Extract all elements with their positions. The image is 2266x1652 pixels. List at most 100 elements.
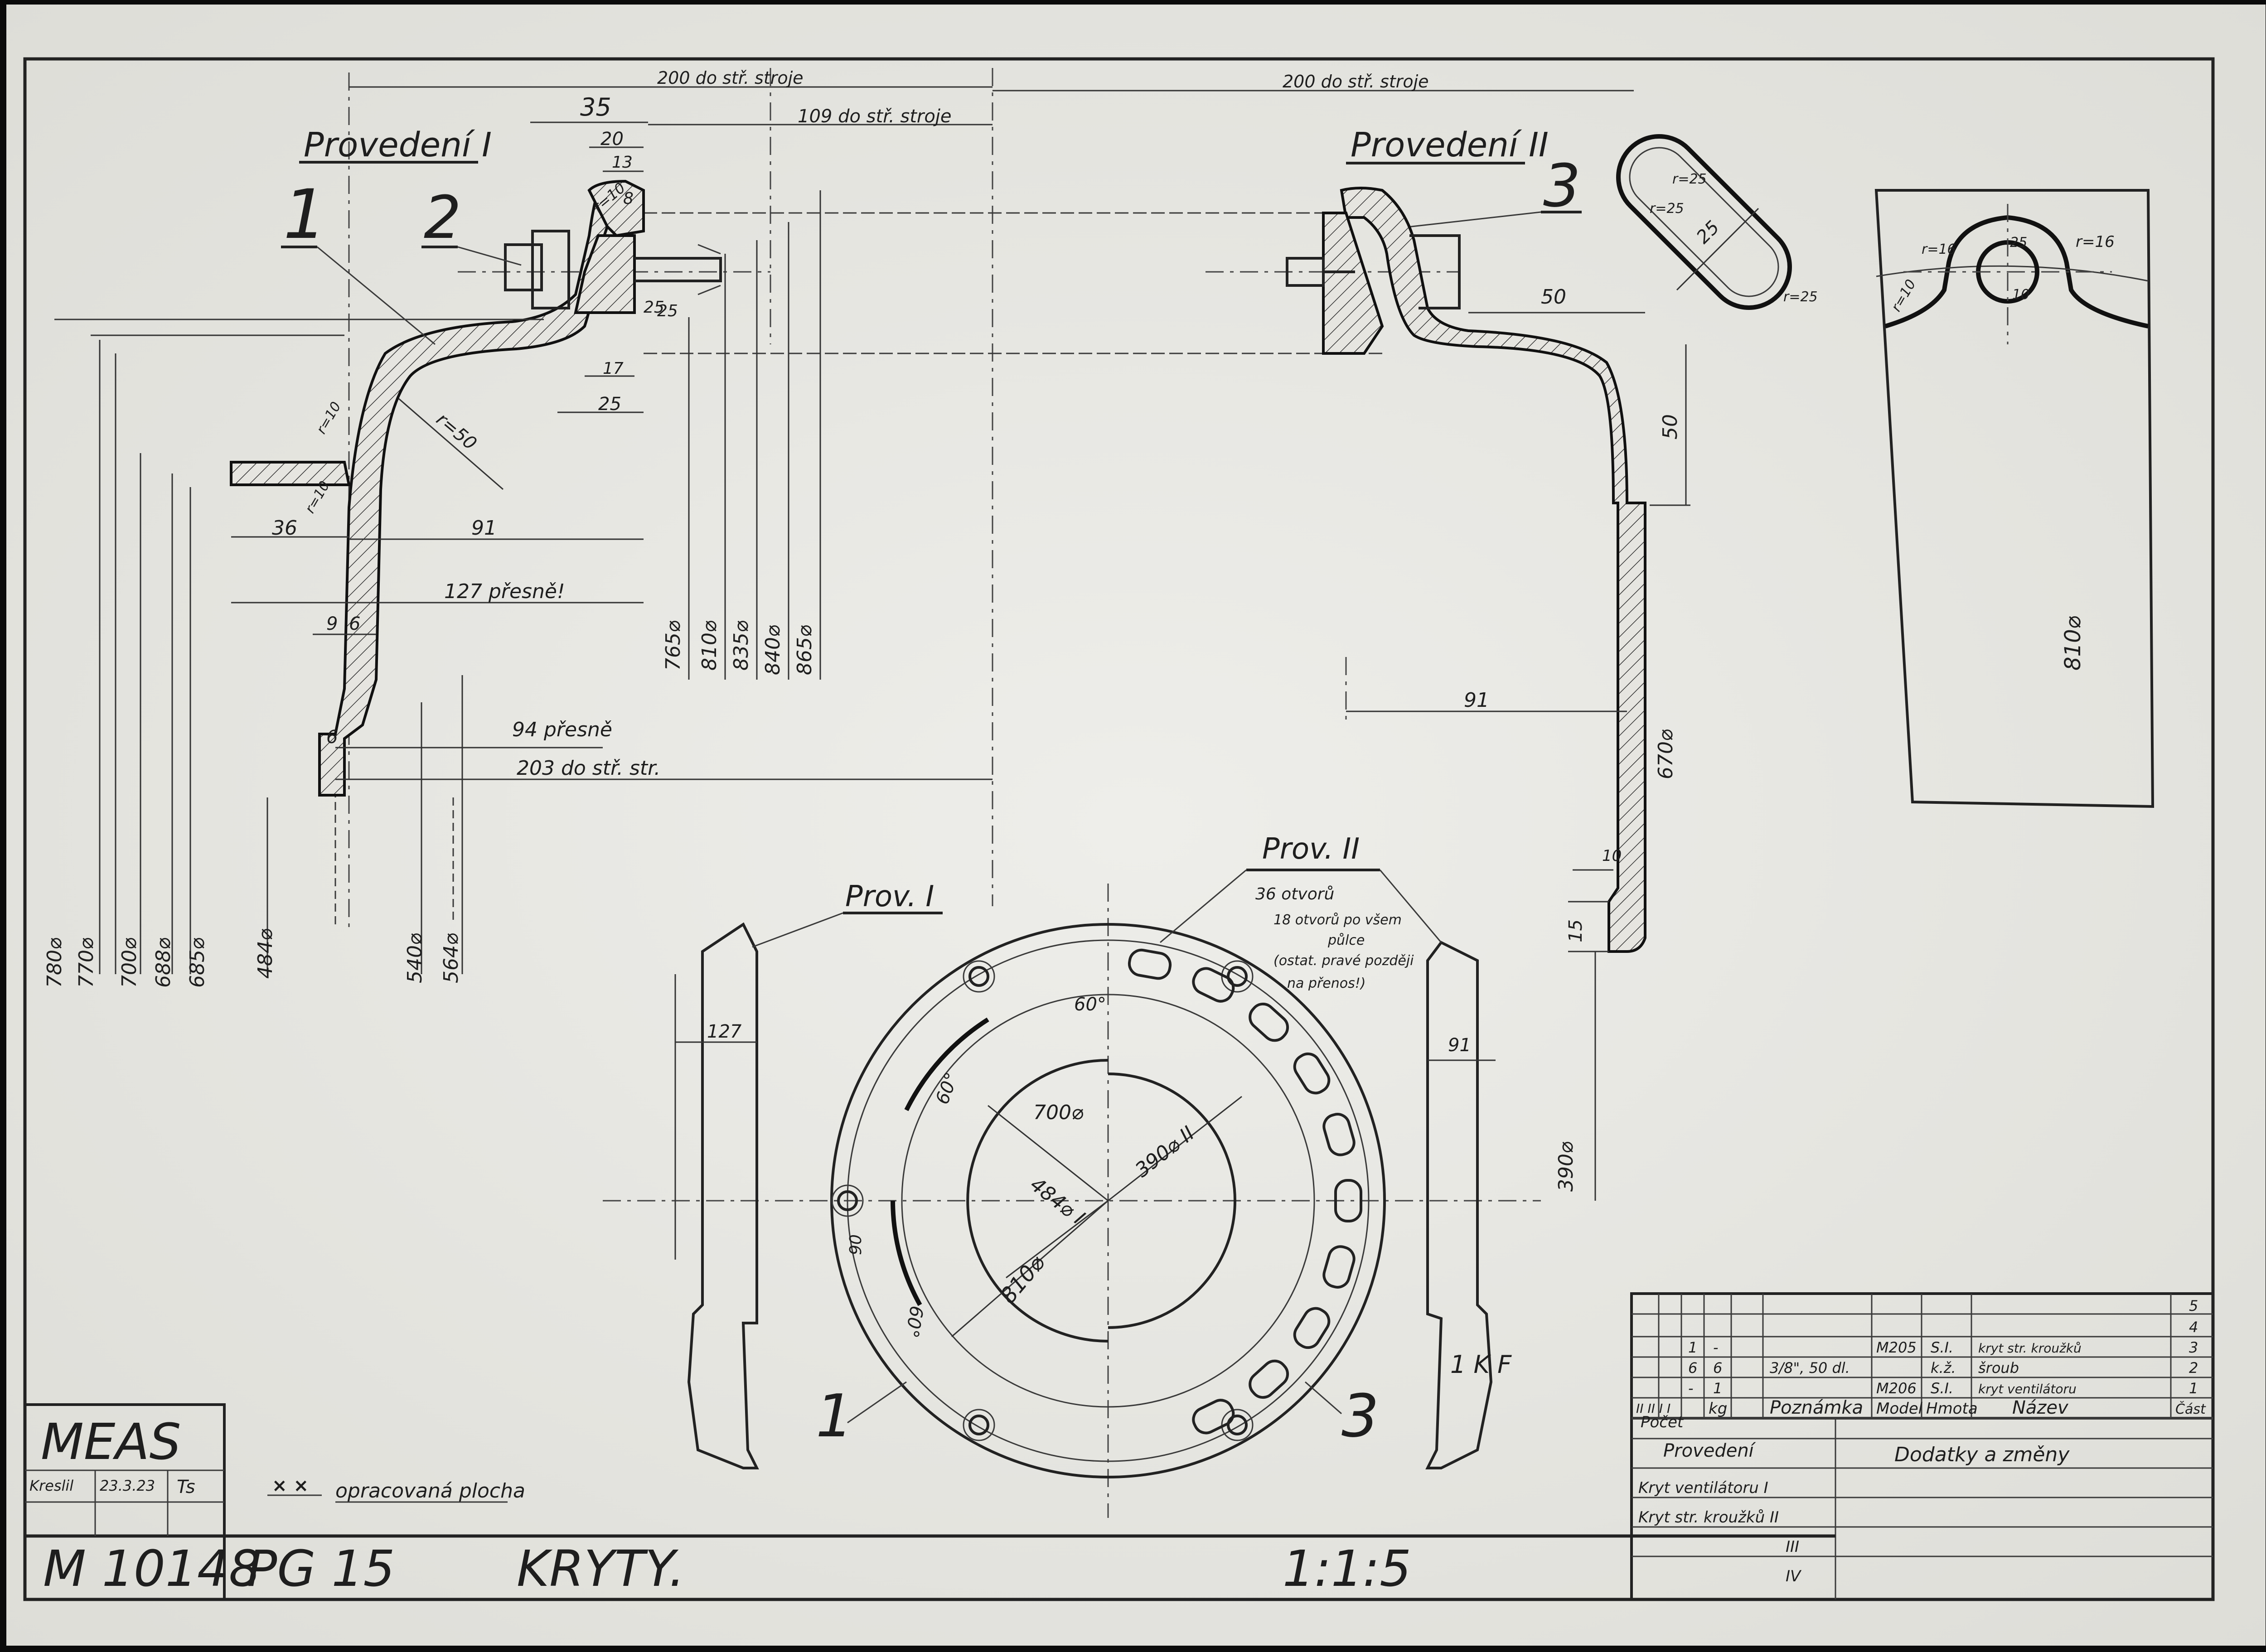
svg-text:Kryt ventilátoru I: Kryt ventilátoru I	[1638, 1479, 1768, 1497]
item-label-2: 2	[424, 183, 461, 252]
side-view-right	[1425, 941, 1493, 1469]
title-block: MEAS Kreslil 23.3.23 Ts M 10148 PG 15 KR…	[24, 1403, 1835, 1601]
dim-109: 109 do stř. stroje	[798, 106, 952, 127]
svg-text:kryt str. kroužků: kryt str. kroužků	[1978, 1341, 2082, 1356]
section-provedeni-2: 200 do stř. stroje Provedení II 3 50 50 …	[993, 72, 1690, 1201]
bom-row-2: 6 6 3/8", 50 dl. k.ž. šroub	[1688, 1359, 2019, 1377]
note-line-2: půlce	[1327, 932, 1365, 948]
svg-text:4: 4	[2189, 1319, 2198, 1336]
dim-20: 20	[600, 129, 624, 150]
dia-670: 670⌀	[1654, 729, 1677, 779]
section-provedeni-1: 200 do stř. stroje 35 109 do stř. stroje…	[43, 68, 1382, 988]
frame-border	[23, 57, 2215, 1601]
dia-765: 765⌀	[662, 620, 685, 671]
svg-text:M206: M206	[1876, 1380, 1917, 1397]
drawing-number: M 10148	[43, 1540, 261, 1598]
svg-text:Název: Název	[2012, 1397, 2069, 1418]
svg-text:kg: kg	[1709, 1400, 1727, 1418]
vent-slot	[1192, 967, 1235, 1003]
tab-r16-b: r=16	[2076, 233, 2115, 251]
bom-part-numbers: 5 4 3 2 1	[2189, 1297, 2198, 1397]
machine-type: PG 15	[247, 1540, 395, 1598]
vent-slot	[1128, 948, 1172, 980]
vent-slot	[1322, 1245, 1356, 1289]
vent-slot	[1249, 1002, 1289, 1042]
tab-dia-810: 810⌀	[2060, 616, 2086, 671]
dia-688: 688⌀	[152, 937, 175, 988]
dim-35: 35	[580, 93, 611, 121]
dia-840: 840⌀	[761, 625, 784, 675]
holes-note: 36 otvorů	[1255, 885, 1334, 903]
dim-200-left: 200 do stř. stroje	[657, 68, 804, 88]
svg-text:šroub: šroub	[1978, 1359, 2019, 1377]
dim-50-horizontal: 50	[1541, 285, 1566, 309]
svg-text:IV: IV	[1786, 1567, 1802, 1585]
svg-text:3/8", 50 dl.: 3/8", 50 dl.	[1770, 1359, 1850, 1377]
dim-15: 15	[1565, 919, 1586, 942]
dia-540: 540⌀	[403, 933, 426, 983]
slot-detail: r=25 r=25 25 r=25	[1616, 134, 1818, 310]
drawn-date: 23.3.23	[100, 1477, 155, 1494]
bom-row-3: - 1 M206 S.I. kryt ventilátoru	[1688, 1380, 2077, 1397]
svg-text:Hmota: Hmota	[1926, 1400, 1978, 1418]
svg-text:Počet: Počet	[1641, 1413, 1684, 1431]
dim-127-exact: 127 přesně!	[444, 580, 565, 603]
note-line-3: (ostat. pravé později	[1273, 953, 1414, 969]
svg-text:Poznámka: Poznámka	[1770, 1397, 1863, 1418]
angle-60-top: 60°	[1074, 994, 1106, 1015]
svg-text:III: III	[1786, 1538, 1799, 1556]
ventilation-slots	[1128, 948, 1362, 1435]
front-dia-700: 700⌀	[1033, 1101, 1084, 1124]
tab-25: 25	[2010, 235, 2027, 251]
dim-25-c: 25	[598, 394, 621, 415]
svg-text:6: 6	[1713, 1359, 1722, 1377]
front-item-1: 1	[816, 1381, 853, 1450]
dim-91-side: 91	[1448, 1035, 1471, 1056]
tab-r16-a: r=16	[1922, 242, 1956, 257]
dim-25-a: 25	[644, 298, 664, 317]
svg-text:k.ž.: k.ž.	[1931, 1359, 1956, 1377]
diameter-labels-left: 765⌀ 810⌀ 835⌀ 840⌀ 865⌀ 780⌀ 770⌀ 700⌀ …	[43, 620, 816, 988]
dia-685: 685⌀	[186, 937, 209, 988]
dim-91-left: 91	[471, 517, 497, 540]
slot-r25-c: r=25	[1783, 289, 1818, 305]
slot-r25-b: r=25	[1650, 201, 1684, 217]
cover-profile-section-2	[1340, 187, 1646, 953]
slot-r25-a: r=25	[1672, 171, 1707, 187]
dia-700: 700⌀	[118, 937, 141, 988]
dim-17: 17	[603, 359, 624, 378]
note-line-1: 18 otvorů po všem	[1273, 912, 1402, 928]
svg-text:II II I I: II II I I	[1636, 1401, 1670, 1416]
dia-770: 770⌀	[75, 937, 98, 988]
dim-50-vertical: 50	[1659, 414, 1682, 440]
dia-484: 484⌀	[254, 928, 277, 979]
svg-text:1: 1	[1688, 1339, 1697, 1356]
dim-10: 10	[1602, 847, 1622, 865]
svg-text:6: 6	[1688, 1359, 1697, 1377]
tab-10: 10	[2012, 287, 2029, 303]
bom-header: II II I I Počet kg Poznámka Model Hmota …	[1636, 1397, 2206, 1585]
drawing-title: KRYTY.	[517, 1540, 685, 1598]
dim-200-right: 200 do stř. stroje	[1283, 72, 1429, 92]
note-line-4: na přenos!)	[1287, 976, 1366, 991]
mounting-holes	[831, 960, 1254, 1441]
svg-text:Část: Část	[2175, 1401, 2206, 1417]
diameter-leaders-left	[54, 190, 821, 974]
svg-text:Provedení: Provedení	[1663, 1440, 1756, 1461]
dim-91-right: 91	[1464, 689, 1489, 712]
dim-13: 13	[612, 153, 633, 172]
vent-slot	[1293, 1307, 1331, 1349]
label-prov-2: Prov. II	[1262, 832, 1360, 866]
dim-6-b: 6	[326, 727, 338, 748]
bolt-head	[504, 243, 543, 291]
dia-780: 780⌀	[43, 937, 66, 988]
front-item-3: 3	[1341, 1381, 1379, 1450]
svg-text:-: -	[1713, 1339, 1719, 1356]
vent-slot	[1293, 1052, 1331, 1095]
svg-text:Model: Model	[1876, 1400, 1923, 1418]
item-label-1: 1	[283, 175, 326, 254]
svg-text:1: 1	[1713, 1380, 1722, 1397]
svg-text:× ×: × ×	[272, 1475, 309, 1496]
